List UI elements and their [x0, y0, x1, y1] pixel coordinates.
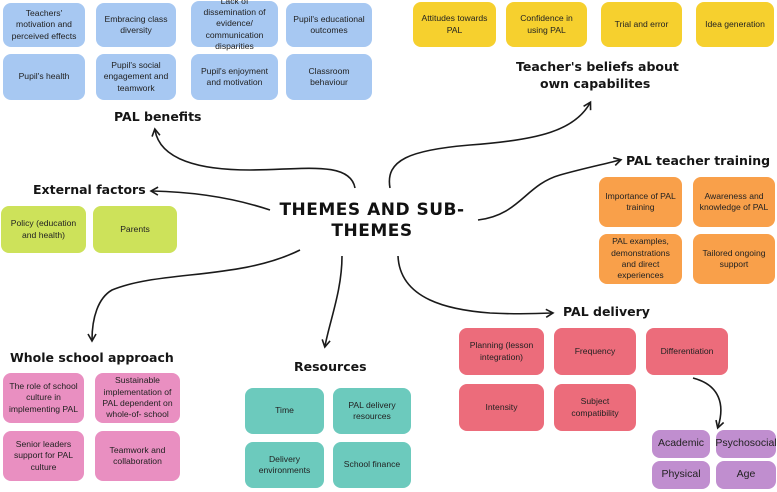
training-importance: Importance of PAL training	[599, 177, 682, 227]
teacher-beliefs-heading-line2: own capabilites	[540, 76, 651, 91]
pal-benefit-pupils-health: Pupil's health	[3, 54, 85, 100]
pal-benefit-enjoyment: Pupil's enjoyment and motivation	[191, 54, 278, 100]
sustainable-implementation: Sustainable implementation of PAL depend…	[95, 373, 180, 423]
school-culture: The role of school culture in implementi…	[3, 373, 84, 423]
training-tailored-support: Tailored ongoing support	[693, 234, 775, 284]
differentiation-psychosocial: Psychosocial	[715, 430, 777, 458]
arrow-to-pal-delivery	[397, 255, 555, 318]
teamwork-collaboration: Teamwork and collaboration	[95, 431, 180, 481]
pal-benefits-heading: PAL benefits	[114, 109, 202, 124]
training-awareness: Awareness and knowledge of PAL	[693, 177, 775, 227]
resource-school-finance: School finance	[333, 442, 411, 488]
external-policy: Policy (education and health)	[1, 206, 86, 253]
differentiation-physical: Physical	[652, 461, 710, 489]
arrow-to-teacher-beliefs	[388, 100, 592, 189]
resources-heading: Resources	[294, 359, 367, 374]
teacher-beliefs-heading-line1: Teacher's beliefs about	[516, 59, 679, 74]
delivery-subject-compatibility: Subject compatibility	[554, 384, 636, 431]
pal-benefit-dissemination: Lack of dissemination of evidence/ commu…	[191, 0, 278, 51]
resource-time: Time	[245, 388, 324, 434]
belief-trial-and-error: Trial and error	[601, 2, 682, 47]
delivery-planning: Planning (lesson integration)	[459, 328, 544, 375]
arrow-to-resources	[321, 255, 343, 349]
delivery-differentiation: Differentiation	[646, 328, 728, 375]
whole-school-approach-heading: Whole school approach	[10, 350, 174, 365]
belief-attitudes: Attitudes towards PAL	[413, 2, 496, 47]
differentiation-academic: Academic	[652, 430, 710, 458]
pal-teacher-training-heading: PAL teacher training	[626, 153, 771, 168]
arrow-to-pal-benefits	[151, 127, 356, 189]
resource-delivery-environments: Delivery environments	[245, 442, 324, 488]
arrow-to-differentiation-types	[692, 377, 725, 430]
delivery-intensity: Intensity	[459, 384, 544, 431]
pal-benefit-classroom-behaviour: Classroom behaviour	[286, 54, 372, 100]
central-theme-title: THEMES AND SUB-THEMES	[279, 200, 465, 242]
belief-confidence: Confidence in using PAL	[506, 2, 587, 47]
pal-benefit-class-diversity: Embracing class diversity	[96, 3, 176, 47]
external-factors-heading: External factors	[33, 182, 146, 197]
arrow-to-whole-school	[87, 249, 301, 343]
differentiation-age: Age	[716, 461, 776, 489]
pal-benefit-educational-outcomes: Pupil's educational outcomes	[286, 3, 372, 47]
resource-delivery-resources: PAL delivery resources	[333, 388, 411, 434]
external-parents: Parents	[93, 206, 177, 253]
delivery-frequency: Frequency	[554, 328, 636, 375]
senior-leaders-support: Senior leaders support for PAL culture	[3, 431, 84, 481]
pal-delivery-heading: PAL delivery	[563, 304, 650, 319]
training-examples: PAL examples, demonstrations and direct …	[599, 234, 682, 284]
belief-idea-generation: Idea generation	[696, 2, 774, 47]
pal-benefit-social-engagement: Pupil's social engagement and teamwork	[96, 54, 176, 100]
pal-benefit-teachers-motivation: Teachers' motivation and perceived effec…	[3, 3, 85, 47]
